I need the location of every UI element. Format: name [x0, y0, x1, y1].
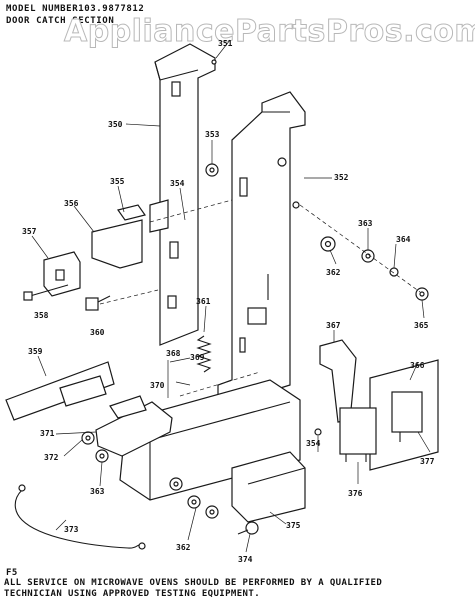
- part-371-latch: [95, 395, 173, 457]
- callout-370: 370: [150, 381, 165, 390]
- part-357-switch: [43, 251, 81, 297]
- callout-367: 367: [326, 321, 341, 330]
- leader-lines: [31, 39, 431, 553]
- figure-code: F5: [6, 568, 18, 578]
- part-359-lever: [5, 361, 115, 421]
- section-title: DOOR CATCH SECTION: [6, 16, 115, 26]
- callout-374: 374: [238, 555, 253, 564]
- callout-355: 355: [110, 177, 125, 186]
- wire-terminal-bottom: [138, 542, 146, 550]
- part-373-ground-wire: [14, 489, 141, 549]
- callout-362-b: 362: [176, 543, 191, 552]
- part-376-switch: [339, 407, 377, 462]
- callout-363-a: 363: [358, 219, 373, 228]
- model-number-label: MODEL NUMBER103.9877812: [6, 4, 145, 14]
- part-360-nut: [85, 295, 111, 311]
- callout-371: 371: [40, 429, 55, 438]
- service-warning-line-1: ALL SERVICE ON MICROWAVE OVENS SHOULD BE…: [4, 578, 383, 588]
- callout-354-a: 354: [170, 179, 185, 188]
- callout-357: 357: [22, 227, 37, 236]
- watermark-logo: AppliancePartsPros.com: [63, 14, 475, 50]
- callout-354-b: 354: [306, 439, 321, 448]
- callout-365: 365: [414, 321, 429, 330]
- part-374-screw: [237, 521, 259, 535]
- callout-364: 364: [396, 235, 411, 244]
- part-358-screw: [23, 284, 69, 301]
- callout-363-b: 363: [90, 487, 105, 496]
- callout-361: 361: [196, 297, 211, 306]
- callout-375: 375: [286, 521, 301, 530]
- part-356-catch: [91, 199, 169, 269]
- callout-366: 366: [410, 361, 425, 370]
- part-375-cover: [231, 451, 306, 523]
- callout-360: 360: [90, 328, 105, 337]
- callout-369: 369: [190, 353, 205, 362]
- washers: [81, 163, 429, 519]
- callout-353: 353: [205, 130, 220, 139]
- callout-356: 356: [64, 199, 79, 208]
- callout-359: 359: [28, 347, 43, 356]
- callout-352: 352: [334, 173, 349, 182]
- callout-376: 376: [348, 489, 363, 498]
- callout-373: 373: [64, 525, 79, 534]
- wire-terminal-top: [18, 484, 26, 492]
- callout-top: 351: [218, 39, 233, 48]
- part-377-switch: [391, 391, 423, 442]
- part-350-bracket: [154, 43, 217, 346]
- part-352-plate: [217, 91, 306, 401]
- callout-377: 377: [420, 457, 435, 466]
- callout-368: 368: [166, 349, 181, 358]
- callout-362-a: 362: [326, 268, 341, 277]
- model-number-line: MODEL NUMBER103.9877812: [6, 4, 144, 14]
- callout-350: 350: [108, 120, 123, 129]
- callout-372: 372: [44, 453, 59, 462]
- part-361-spring: [196, 335, 212, 373]
- service-warning-line-2: TECHNICIAN USING APPROVED TESTING EQUIPM…: [4, 589, 261, 599]
- callout-358: 358: [34, 311, 49, 320]
